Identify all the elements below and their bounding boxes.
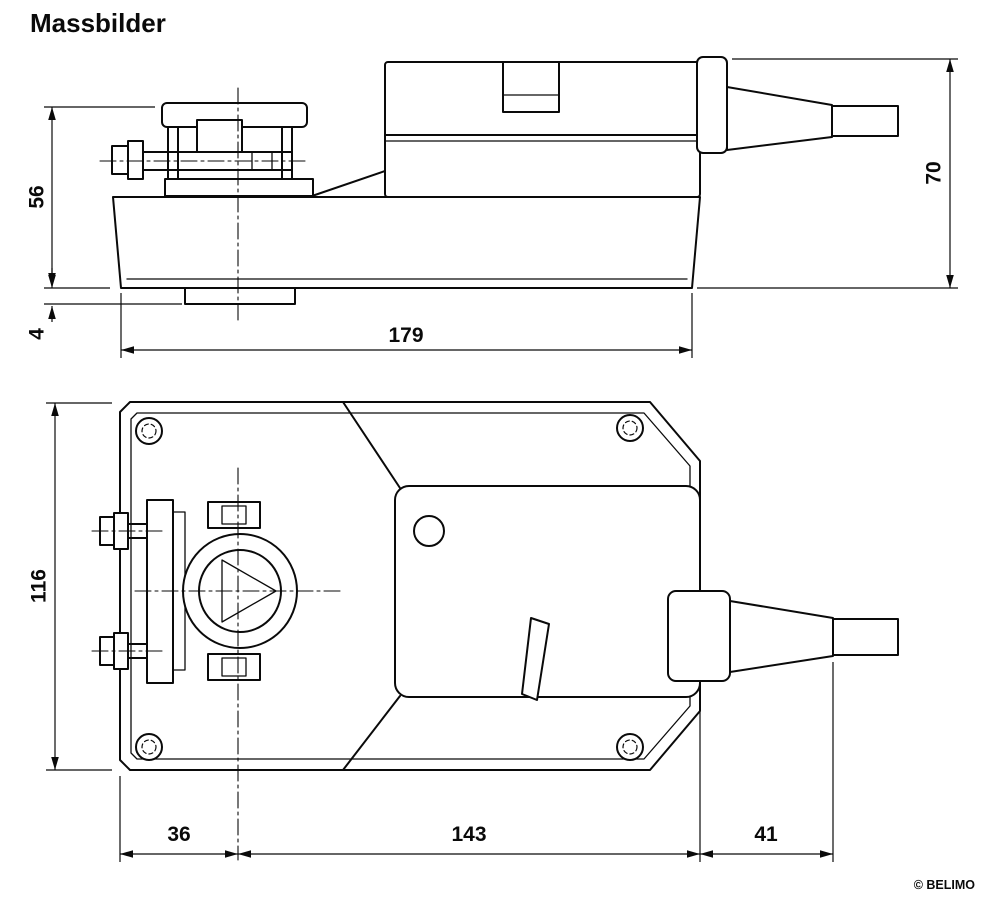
dim-label-41: 41 bbox=[754, 823, 778, 846]
side-dimensions: 56 4 179 70 bbox=[26, 58, 958, 358]
dim-foot-4: 4 bbox=[26, 268, 182, 340]
dim-label-70: 70 bbox=[923, 161, 946, 184]
dim-width-116: 116 bbox=[28, 402, 112, 771]
screw-bottom-left bbox=[135, 733, 163, 761]
position-indicator bbox=[521, 617, 550, 701]
dim-label-116: 116 bbox=[28, 569, 51, 603]
dim-total-height-70: 70 bbox=[697, 58, 958, 289]
mounting-base bbox=[112, 196, 701, 305]
clamp-bracket-side bbox=[111, 102, 314, 197]
actuator-housing bbox=[311, 61, 701, 198]
page-title: Massbilder bbox=[30, 8, 166, 38]
cable-gland-side bbox=[696, 56, 899, 154]
screw-top-right bbox=[616, 414, 644, 442]
dim-length-179: 179 bbox=[120, 293, 693, 358]
dim-height-56: 56 bbox=[26, 106, 155, 289]
dim-bottom-row: 36 143 41 bbox=[119, 662, 834, 862]
actuator-body-top bbox=[394, 485, 701, 701]
dim-label-56: 56 bbox=[26, 185, 49, 208]
cable-gland-top bbox=[667, 590, 899, 682]
plan-view bbox=[91, 401, 899, 861]
copyright-notice: © BELIMO bbox=[914, 878, 976, 892]
plan-dimensions: 116 36 143 41 bbox=[28, 402, 834, 862]
corner-screws bbox=[135, 414, 644, 761]
side-view bbox=[99, 56, 899, 323]
dim-label-4: 4 bbox=[26, 328, 49, 340]
screw-top-left bbox=[135, 417, 163, 445]
dim-label-143: 143 bbox=[451, 823, 486, 846]
dim-label-36: 36 bbox=[167, 823, 190, 846]
dim-label-179: 179 bbox=[388, 324, 423, 347]
screw-bottom-right bbox=[616, 733, 644, 761]
